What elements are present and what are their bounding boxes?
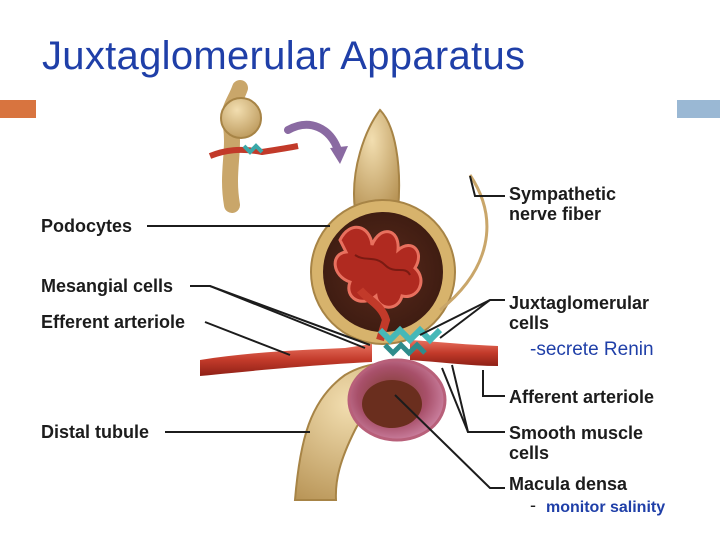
note-salinity-dash: - xyxy=(530,495,536,515)
accent-bar-left xyxy=(0,100,36,118)
label-sympathetic-line1: Sympathetic xyxy=(509,184,616,204)
label-jg-line1: Juxtaglomerular xyxy=(509,293,649,313)
arterioles xyxy=(200,325,498,376)
label-macula-densa: Macula densa xyxy=(509,474,628,494)
leader-lines xyxy=(147,175,505,489)
note-monitor-salinity: monitor salinity xyxy=(546,499,665,516)
macula-densa-shape xyxy=(347,358,447,442)
label-afferent-arteriole: Afferent arteriole xyxy=(509,387,654,407)
label-podocytes: Podocytes xyxy=(41,216,132,236)
label-smooth-line2: cells xyxy=(509,443,549,463)
label-distal-tubule: Distal tubule xyxy=(41,422,149,442)
nerve-fiber-shape xyxy=(439,174,489,312)
page-title: Juxtaglomerular Apparatus xyxy=(42,34,526,78)
label-smooth-line1: Smooth muscle xyxy=(509,423,643,443)
accent-bar-right xyxy=(677,100,720,118)
note-secrete-renin: -secrete Renin xyxy=(530,339,654,360)
inset-nephron xyxy=(208,80,299,213)
glomerulus xyxy=(310,199,456,345)
label-sympathetic-line2: nerve fiber xyxy=(509,204,601,224)
label-efferent-arteriole: Efferent arteriole xyxy=(41,312,185,332)
label-jg-line2: cells xyxy=(509,313,549,333)
label-mesangial-cells: Mesangial cells xyxy=(41,276,173,296)
arrow-icon xyxy=(284,120,348,164)
distal-tubule-shape xyxy=(293,108,432,501)
